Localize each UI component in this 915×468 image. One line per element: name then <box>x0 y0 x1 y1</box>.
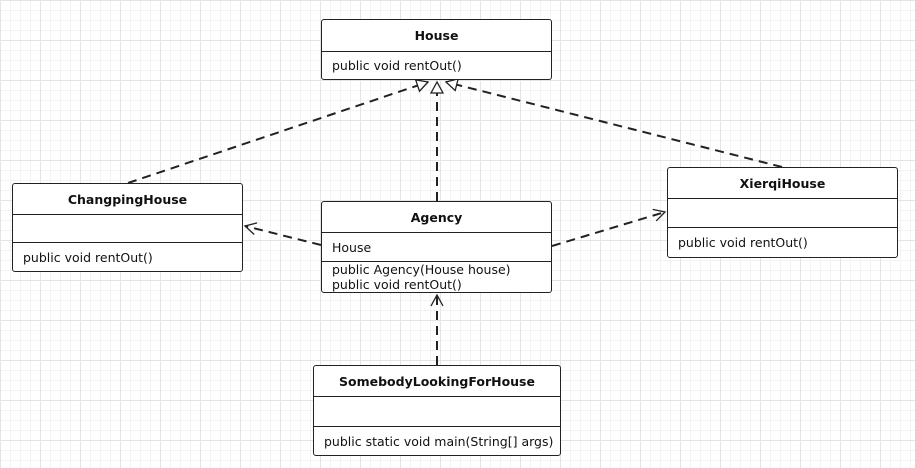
class-operations: public Agency(House house) public void r… <box>322 262 551 292</box>
class-attributes <box>314 397 560 427</box>
operation: public void rentOut() <box>678 235 808 250</box>
class-operations: public static void main(String[] args) <box>314 427 560 455</box>
operation: public void rentOut() <box>23 249 153 265</box>
operation: public static void main(String[] args) <box>324 433 554 449</box>
class-agency[interactable]: Agency House public Agency(House house) … <box>321 201 552 293</box>
class-operations: public void rentOut() <box>668 228 897 257</box>
class-changping-house[interactable]: ChangpingHouse public void rentOut() <box>12 183 243 272</box>
realization-changping-to-house <box>127 82 428 184</box>
realization-xierqi-to-house <box>446 82 783 168</box>
class-name: ChangpingHouse <box>13 184 242 215</box>
operation: public void rentOut() <box>332 58 462 73</box>
class-attributes <box>668 199 897 228</box>
class-name: SomebodyLookingForHouse <box>314 366 560 397</box>
class-operations: public void rentOut() <box>322 52 551 79</box>
class-somebody-looking-for-house[interactable]: SomebodyLookingForHouse public static vo… <box>313 365 561 456</box>
class-attributes <box>13 215 242 243</box>
dependency-agency-to-xierqi <box>551 208 667 247</box>
class-house[interactable]: House public void rentOut() <box>321 19 552 80</box>
attribute: House <box>332 239 372 255</box>
class-name: Agency <box>322 202 551 233</box>
class-attributes: House <box>322 233 551 262</box>
class-operations: public void rentOut() <box>13 243 242 271</box>
operation: public void rentOut() <box>332 277 462 292</box>
operation: public Agency(House house) <box>332 262 511 277</box>
dependency-agency-to-changping <box>243 222 322 246</box>
class-name: XierqiHouse <box>668 168 897 199</box>
class-xierqi-house[interactable]: XierqiHouse public void rentOut() <box>667 167 898 258</box>
class-name: House <box>322 20 551 52</box>
